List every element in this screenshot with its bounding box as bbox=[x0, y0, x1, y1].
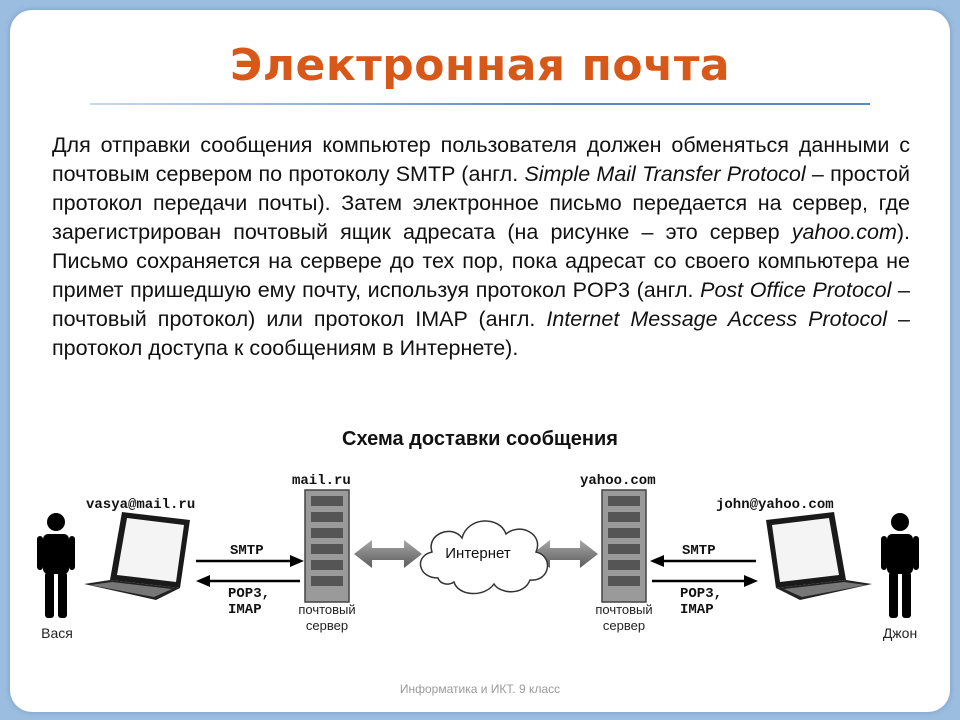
sender-server-caption-2: сервер bbox=[305, 618, 349, 633]
text-segment-5: – протокол доступа к сообщениям в Интерн… bbox=[52, 307, 910, 360]
cloud-icon-internet bbox=[419, 520, 549, 595]
text-segment-2: – простой протокол передачи почты). Зате… bbox=[52, 162, 910, 244]
pop3-label-right: POP3, bbox=[680, 586, 723, 602]
server-icon-yahoo bbox=[601, 489, 647, 603]
receiver-server-caption-1: почтовый bbox=[595, 602, 653, 617]
delivery-diagram bbox=[37, 489, 919, 618]
laptop-icon-sender bbox=[84, 512, 190, 600]
imap-label-right: IMAP bbox=[680, 602, 714, 618]
slide-footer: Информатика и ИКТ. 9 класс bbox=[399, 682, 561, 696]
slide-title: Электронная почта bbox=[229, 40, 731, 91]
paragraph-text: Для отправки сообщения компьютер пользов… bbox=[52, 131, 910, 363]
text-segment-1: Для отправки сообщения компьютер пользов… bbox=[52, 133, 910, 186]
title-underline bbox=[90, 103, 870, 105]
smtp-label-left: SMTP bbox=[230, 543, 264, 559]
receiver-server-domain: yahoo.com bbox=[580, 473, 656, 489]
imap-label-left: IMAP bbox=[228, 602, 262, 618]
arrow-smtp-right bbox=[650, 555, 756, 567]
sender-server-domain: mail.ru bbox=[292, 473, 351, 489]
receiver-name-label: Джон bbox=[882, 625, 918, 641]
diagram-title: Схема доставки сообщения bbox=[342, 428, 618, 450]
pop3-label-left: POP3, bbox=[228, 586, 271, 602]
sender-server-caption-1: почтовый bbox=[298, 602, 356, 617]
text-italic-imap: Internet Message Access Protocol bbox=[546, 307, 887, 331]
text-italic-pop3: Post Office Protocol bbox=[700, 278, 892, 302]
laptop-icon-receiver bbox=[766, 512, 872, 600]
person-icon-vasya bbox=[37, 513, 75, 618]
receiver-email-label: john@yahoo.com bbox=[716, 497, 834, 513]
arrow-server-internet-left bbox=[354, 540, 422, 568]
body-paragraph: Для отправки сообщения компьютер пользов… bbox=[52, 131, 910, 363]
sender-name-label: Вася bbox=[41, 625, 73, 641]
server-icon-mail bbox=[304, 489, 350, 603]
person-icon-john bbox=[881, 513, 919, 618]
sender-email-label: vasya@mail.ru bbox=[86, 497, 196, 513]
text-segment-4: – почтовый протокол) или протокол IMAP (… bbox=[52, 278, 910, 331]
arrow-pop3-left bbox=[196, 575, 300, 587]
arrow-smtp-left bbox=[196, 555, 304, 567]
internet-label: Интернет bbox=[445, 545, 511, 562]
arrow-internet-server-right bbox=[532, 540, 598, 568]
arrow-pop3-right bbox=[652, 575, 758, 587]
text-segment-3: ). Письмо сохраняется на сервере до тех … bbox=[52, 220, 910, 302]
text-italic-smtp: Simple Mail Transfer Protocol bbox=[524, 162, 806, 186]
smtp-label-right: SMTP bbox=[682, 543, 716, 559]
receiver-server-caption-2: сервер bbox=[602, 618, 646, 633]
text-italic-yahoo: yahoo.com bbox=[791, 220, 897, 244]
